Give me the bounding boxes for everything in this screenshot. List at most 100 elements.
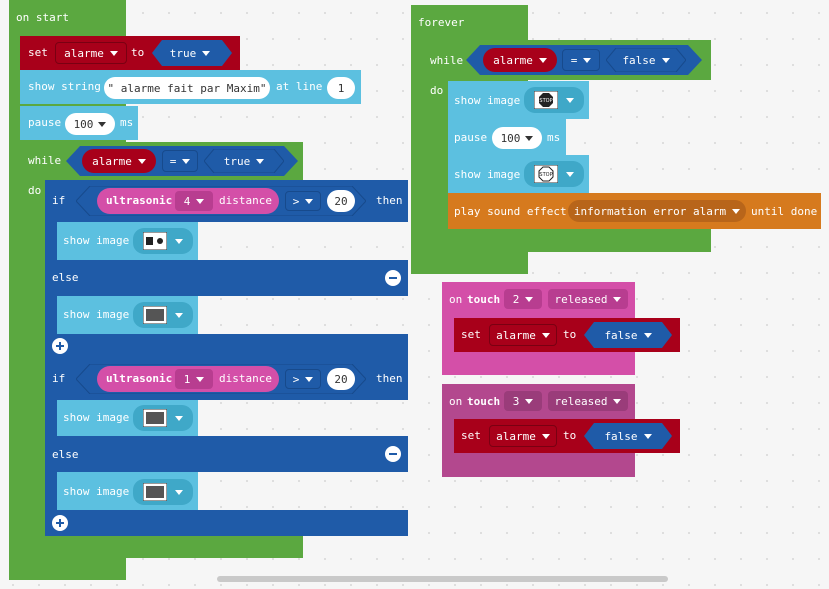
stop-sign-icon: STOP xyxy=(534,165,558,183)
show-image-label: show image xyxy=(454,94,521,107)
if-block-2-else-bar xyxy=(45,436,408,472)
on-start-body xyxy=(9,36,19,561)
pause-dropdown[interactable]: 100 xyxy=(65,113,115,135)
chevron-down-icon xyxy=(175,415,183,421)
if-block-1-footer xyxy=(45,334,408,358)
remove-else-button[interactable] xyxy=(385,446,401,462)
show-image-label: show image xyxy=(63,485,130,498)
distance-label: distance xyxy=(219,372,272,385)
alarme-dropdown[interactable]: alarme xyxy=(487,49,553,71)
do-label: do xyxy=(430,84,444,97)
threshold-text: 20 xyxy=(334,194,348,208)
compare-operator-dropdown-1[interactable]: > xyxy=(285,191,321,211)
touch-event-dropdown[interactable]: released xyxy=(548,289,628,309)
on-label: on xyxy=(449,395,463,408)
variable-name: alarme xyxy=(64,46,104,60)
then-label: then xyxy=(376,372,403,385)
variable-name: alarme xyxy=(496,328,536,342)
ultrasonic-label: ultrasonic xyxy=(106,194,173,207)
chevron-down-icon xyxy=(175,238,183,244)
while-label: while xyxy=(28,154,62,167)
variable-dropdown[interactable]: alarme xyxy=(489,324,557,346)
image-picker-stop-1[interactable]: STOP xyxy=(524,87,584,113)
stop-sign-text: STOP xyxy=(539,172,552,178)
threshold-text: 20 xyxy=(334,372,348,386)
true-text: true xyxy=(223,154,251,168)
compare-operator-dropdown-2[interactable]: > xyxy=(285,369,321,389)
until-done-label: until done xyxy=(751,205,818,218)
boolean-dropdown[interactable]: false xyxy=(594,425,662,447)
true-dropdown[interactable]: true xyxy=(214,150,274,172)
compare-op-text: > xyxy=(292,372,300,386)
image-picker-2[interactable] xyxy=(133,302,193,328)
touch-label: touch xyxy=(467,293,501,306)
if-label: if xyxy=(52,194,66,207)
pin-dropdown-2[interactable]: 1 xyxy=(175,369,213,389)
distance-label: distance xyxy=(219,194,272,207)
pin-text: 1 xyxy=(183,372,191,386)
on-start-label: on start xyxy=(16,11,69,24)
operator-dropdown[interactable]: = xyxy=(562,49,600,71)
on-label: on xyxy=(449,293,463,306)
touch-pin-dropdown[interactable]: 2 xyxy=(504,289,542,309)
do-label: do xyxy=(28,184,42,197)
string-text: " alarme fait par Maxim" xyxy=(107,81,267,95)
while-body xyxy=(20,180,45,540)
chevron-down-icon xyxy=(566,171,574,177)
horizontal-scrollbar[interactable] xyxy=(217,576,668,582)
line-number: 1 xyxy=(337,81,345,95)
pause-label: pause xyxy=(454,131,488,144)
boolean-text: false xyxy=(604,429,638,443)
stop-sign-icon: STOP xyxy=(534,91,558,109)
alarme-dropdown[interactable]: alarme xyxy=(86,150,152,172)
variable-dropdown[interactable]: alarme xyxy=(489,425,557,447)
touch-pin-dropdown[interactable]: 3 xyxy=(504,391,542,411)
show-image-label: show image xyxy=(63,234,130,247)
line-number-input[interactable]: 1 xyxy=(327,77,355,99)
touch-event-dropdown[interactable]: released xyxy=(548,391,628,411)
image-picker-4[interactable] xyxy=(133,479,193,505)
if-block-1-else-bar xyxy=(45,260,408,296)
if-block-2-footer xyxy=(45,510,408,536)
image-picker-1[interactable] xyxy=(133,228,193,254)
at-line-label: at line xyxy=(276,80,323,93)
while-label: while xyxy=(430,54,464,67)
threshold-input-1[interactable]: 20 xyxy=(327,190,355,212)
touch-event-text: released xyxy=(554,394,608,408)
operator-dropdown[interactable]: = xyxy=(162,150,198,172)
sound-effect-dropdown[interactable]: information error alarm xyxy=(568,200,746,222)
pin-dropdown-1[interactable]: 4 xyxy=(175,191,213,211)
led-image-pattern-icon xyxy=(143,409,167,427)
if-label: if xyxy=(52,372,66,385)
pause-label: pause xyxy=(28,116,62,129)
variable-dropdown[interactable]: alarme xyxy=(55,42,127,64)
led-image-pattern-icon xyxy=(143,306,167,324)
chevron-down-icon xyxy=(175,312,183,318)
pause-dropdown[interactable]: 100 xyxy=(492,127,542,149)
sound-effect-text: information error alarm xyxy=(573,204,727,218)
else-label: else xyxy=(52,448,79,461)
boolean-text: true xyxy=(169,46,197,60)
boolean-dropdown[interactable]: false xyxy=(594,324,662,346)
false-dropdown[interactable]: false xyxy=(616,49,676,71)
show-string-label: show string xyxy=(28,80,101,93)
remove-else-button[interactable] xyxy=(385,270,401,286)
string-input[interactable]: " alarme fait par Maxim" xyxy=(104,77,270,99)
touch-pin-text: 2 xyxy=(512,292,520,306)
add-else-if-button[interactable] xyxy=(52,515,68,531)
show-image-label: show image xyxy=(63,411,130,424)
boolean-dropdown[interactable]: true xyxy=(162,42,218,64)
operator-text: = xyxy=(570,53,578,67)
set-label: set xyxy=(461,429,481,442)
add-else-if-button[interactable] xyxy=(52,338,68,354)
variable-name: alarme xyxy=(496,429,536,443)
image-picker-3[interactable] xyxy=(133,405,193,431)
to-label: to xyxy=(563,328,577,341)
to-label: to xyxy=(131,46,145,59)
pin-text: 4 xyxy=(183,194,191,208)
image-picker-stop-2[interactable]: STOP xyxy=(524,161,584,187)
threshold-input-2[interactable]: 20 xyxy=(327,368,355,390)
touch-event-text: released xyxy=(554,292,608,306)
chevron-down-icon xyxy=(566,97,574,103)
